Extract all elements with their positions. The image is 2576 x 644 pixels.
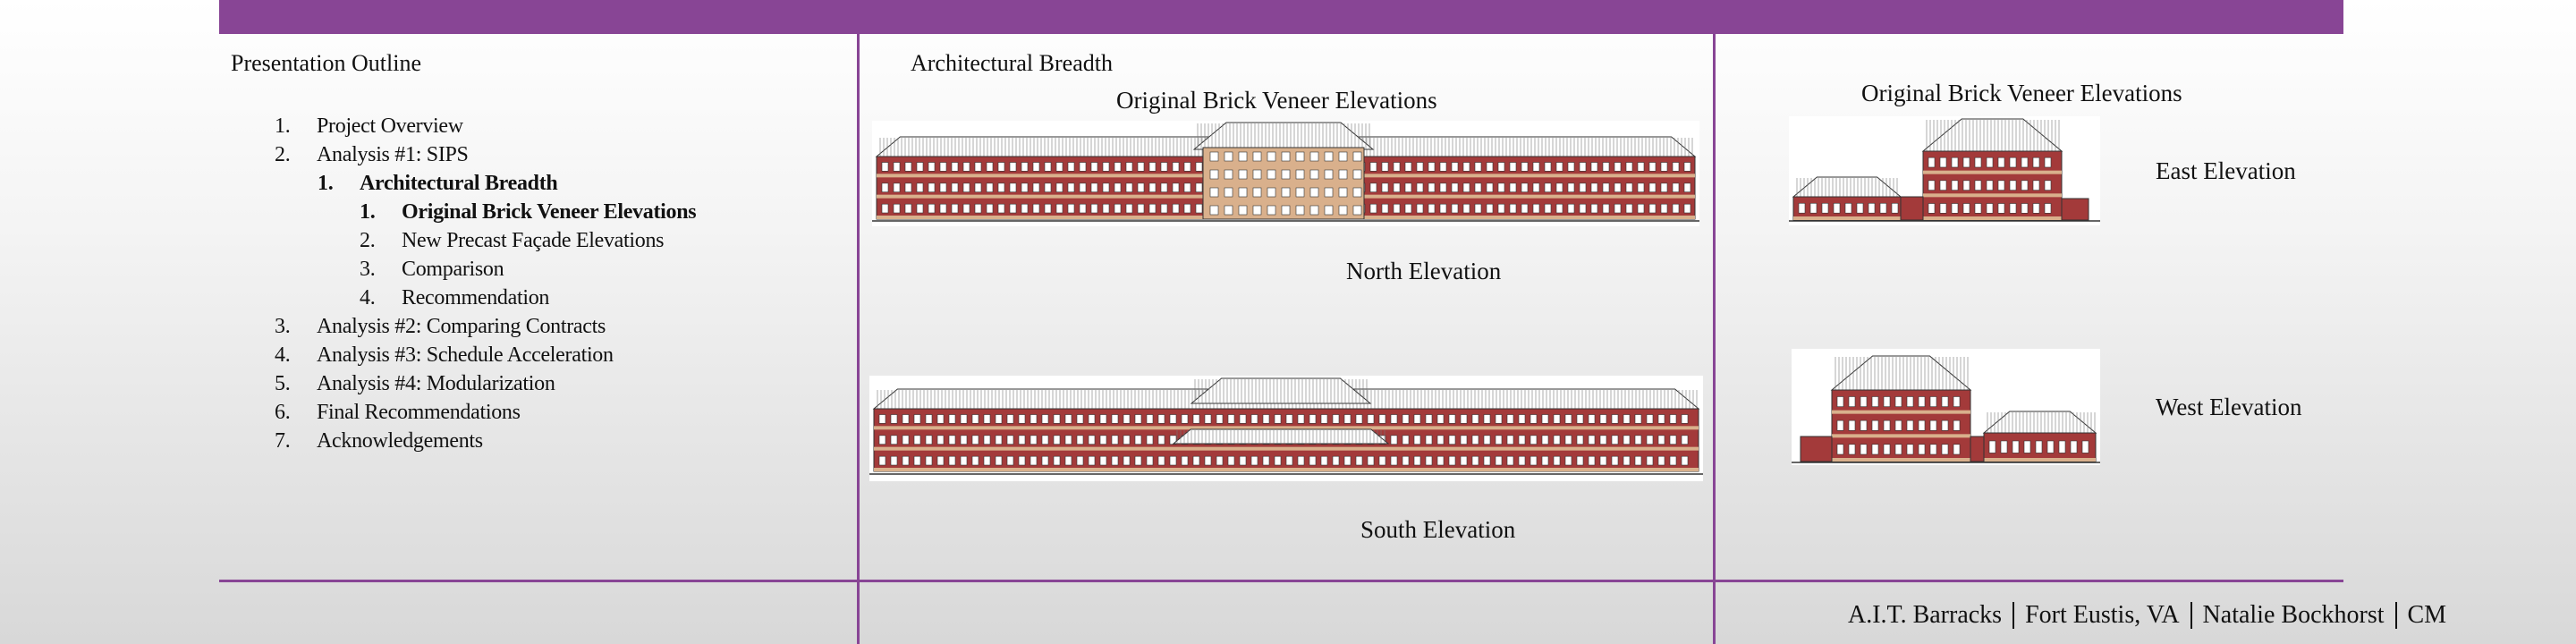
- top-accent-bar: [219, 0, 2343, 34]
- outline-title: Presentation Outline: [231, 50, 422, 76]
- outline-item-number: 3.: [360, 258, 376, 281]
- north-elevation-drawing: [872, 121, 1699, 226]
- outline-item-label: Final Recommendations: [317, 401, 521, 424]
- outline-item-label: Acknowledgements: [317, 429, 483, 453]
- outline-item-number: 3.: [275, 315, 291, 338]
- east-elevation-drawing: [1789, 116, 2100, 225]
- footer-project: A.I.T. Barracks: [1848, 601, 2003, 629]
- outline-item-number: 2.: [360, 229, 376, 252]
- outline-item-number: 4.: [275, 343, 291, 367]
- outline-item-label: Analysis #3: Schedule Acceleration: [317, 343, 614, 367]
- footer-divider: [219, 580, 2343, 582]
- outline-item-number: 1.: [318, 172, 334, 195]
- outline-item-label: Comparison: [402, 258, 504, 281]
- outline-list: 1. Project Overview 2. Analysis #1: SIPS 1. A…: [0, 0, 850, 501]
- middle-heading: Original Brick Veneer Elevations: [1116, 87, 1437, 114]
- outline-item-number: 1.: [360, 200, 376, 224]
- outline-item-label: Analysis #2: Comparing Contracts: [317, 315, 606, 338]
- outline-item-number: 6.: [275, 401, 291, 424]
- outline-item-label: Recommendation: [402, 286, 550, 309]
- footer-separator: [2394, 602, 2397, 629]
- footer-separator: [2012, 602, 2015, 629]
- outline-item-number: 4.: [360, 286, 376, 309]
- footer-option: CM: [2407, 601, 2447, 629]
- right-heading: Original Brick Veneer Elevations: [1861, 80, 2182, 106]
- outline-item-label: Architectural Breadth: [360, 172, 558, 195]
- column-divider-left: [857, 34, 860, 644]
- south-elevation-drawing: [869, 376, 1703, 481]
- outline-item-label: Analysis #4: Modularization: [317, 372, 555, 395]
- outline-item-number: 1.: [275, 114, 291, 138]
- outline-item-number: 2.: [275, 143, 291, 166]
- footer-separator: [2190, 602, 2192, 629]
- north-elevation-caption: North Elevation: [1346, 258, 1502, 284]
- south-elevation-caption: South Elevation: [1360, 516, 1516, 543]
- outline-item-number: 5.: [275, 372, 291, 395]
- footer-author: Natalie Bockhorst: [2202, 601, 2385, 629]
- outline-item-label: Analysis #1: SIPS: [317, 143, 469, 166]
- column-divider-right: [1713, 34, 1716, 644]
- west-elevation-drawing: [1792, 349, 2100, 465]
- section-title: Architectural Breadth: [911, 50, 1113, 76]
- outline-item-label: New Precast Façade Elevations: [402, 229, 665, 252]
- east-elevation-caption: East Elevation: [2156, 157, 2296, 184]
- footer: A.I.T. Barracks Fort Eustis, VA Natalie …: [1848, 601, 2446, 630]
- outline-item-label: Project Overview: [317, 114, 463, 138]
- west-elevation-caption: West Elevation: [2156, 394, 2302, 420]
- outline-item-number: 7.: [275, 429, 291, 453]
- outline-item-label: Original Brick Veneer Elevations: [402, 200, 697, 224]
- footer-location: Fort Eustis, VA: [2025, 601, 2180, 629]
